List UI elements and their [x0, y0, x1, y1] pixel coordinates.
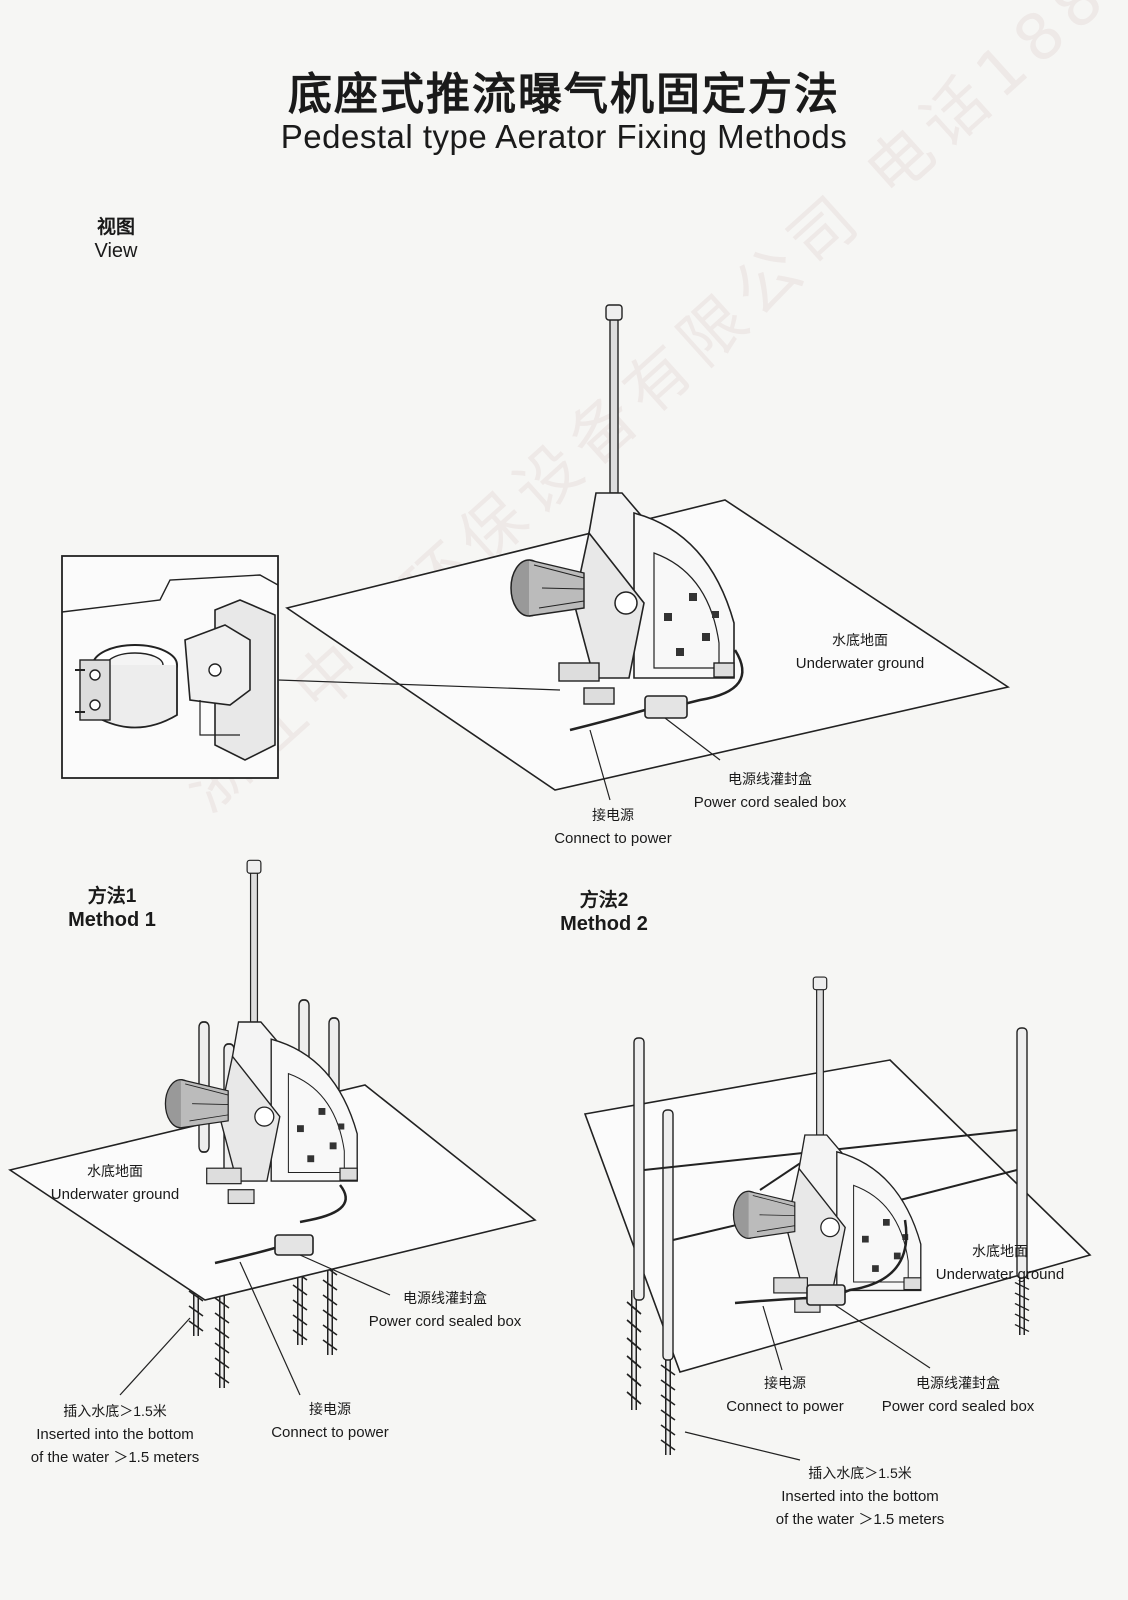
- view-sealed-box-en: Power cord sealed box: [693, 794, 847, 811]
- method1-heading: 方法1 Method 1: [52, 886, 172, 932]
- view-power-en: Connect to power: [554, 830, 672, 847]
- method1-diagram: [8, 859, 537, 1396]
- method1-underwater-label: 水底地面 Underwater ground: [40, 1160, 190, 1206]
- page-title-cn: 底座式推流曝气机固定方法: [288, 69, 840, 120]
- method2-insert-cn: 插入水底＞1.5米: [808, 1465, 912, 1481]
- view-diagram: [61, 304, 1011, 801]
- method2-heading-cn: 方法2: [579, 890, 629, 911]
- method1-insert-cn: 插入水底＞1.5米: [63, 1403, 167, 1419]
- page-title-en: Pedestal type Aerator Fixing Methods: [280, 118, 848, 155]
- method1-insert-label: 插入水底＞1.5米 Inserted into the bottom of th…: [15, 1400, 215, 1469]
- method2-insert-en-1: Inserted into the bottom: [781, 1488, 939, 1505]
- method1-sealed-box: [274, 1234, 314, 1256]
- view-underwater-label: 水底地面 Underwater ground: [770, 629, 950, 675]
- method1-power-cn: 接电源: [309, 1401, 351, 1417]
- method1-power-en: Connect to power: [271, 1424, 389, 1441]
- method1-sealed-box-label: 电源线灌封盒 Power cord sealed box: [355, 1287, 535, 1333]
- view-power-label: 接电源 Connect to power: [540, 804, 686, 850]
- method1-underwater-en: Underwater ground: [50, 1186, 180, 1203]
- method1-insert-en-1: Inserted into the bottom: [36, 1426, 194, 1443]
- detail-clamp: [61, 574, 279, 761]
- view-underwater-cn: 水底地面: [832, 632, 888, 648]
- method2-power-label: 接电源 Connect to power: [710, 1372, 860, 1418]
- view-sealed-box-cn: 电源线灌封盒: [728, 771, 812, 787]
- view-heading: 视图 View: [68, 217, 164, 263]
- method2-power-cn: 接电源: [764, 1375, 806, 1391]
- method2-sealed-box-cn: 电源线灌封盒: [916, 1375, 1000, 1391]
- method2-insert-label: 插入水底＞1.5米 Inserted into the bottom of th…: [760, 1462, 960, 1531]
- view-heading-en: View: [94, 240, 138, 262]
- method2-underwater-en: Underwater ground: [935, 1266, 1065, 1283]
- view-heading-cn: 视图: [96, 217, 135, 238]
- method2-heading-en: Method 2: [560, 913, 648, 935]
- method1-heading-cn: 方法1: [87, 886, 137, 907]
- method1-sealed-box-en: Power cord sealed box: [368, 1313, 522, 1330]
- method2-sealed-box-en: Power cord sealed box: [881, 1398, 1035, 1415]
- method2-diagram: [583, 976, 1092, 1461]
- method2-insert-en-2: of the water ＞1.5 meters: [775, 1511, 945, 1528]
- view-sealed-box: [644, 695, 688, 719]
- view-sealed-box-label: 电源线灌封盒 Power cord sealed box: [680, 768, 860, 814]
- method2-power-en: Connect to power: [726, 1398, 844, 1415]
- method2-sealed-box: [806, 1284, 846, 1306]
- view-power-cn: 接电源: [592, 807, 634, 823]
- method2-sealed-box-label: 电源线灌封盒 Power cord sealed box: [868, 1372, 1048, 1418]
- method2-underwater-cn: 水底地面: [972, 1243, 1028, 1259]
- method1-underwater-cn: 水底地面: [87, 1163, 143, 1179]
- view-underwater-en: Underwater ground: [795, 655, 925, 672]
- method1-power-label: 接电源 Connect to power: [260, 1398, 400, 1444]
- method1-sealed-box-cn: 电源线灌封盒: [403, 1290, 487, 1306]
- method1-heading-en: Method 1: [68, 909, 156, 931]
- method2-heading: 方法2 Method 2: [544, 890, 664, 936]
- method1-insert-en-2: of the water ＞1.5 meters: [30, 1449, 200, 1466]
- method2-underwater-label: 水底地面 Underwater ground: [910, 1240, 1090, 1286]
